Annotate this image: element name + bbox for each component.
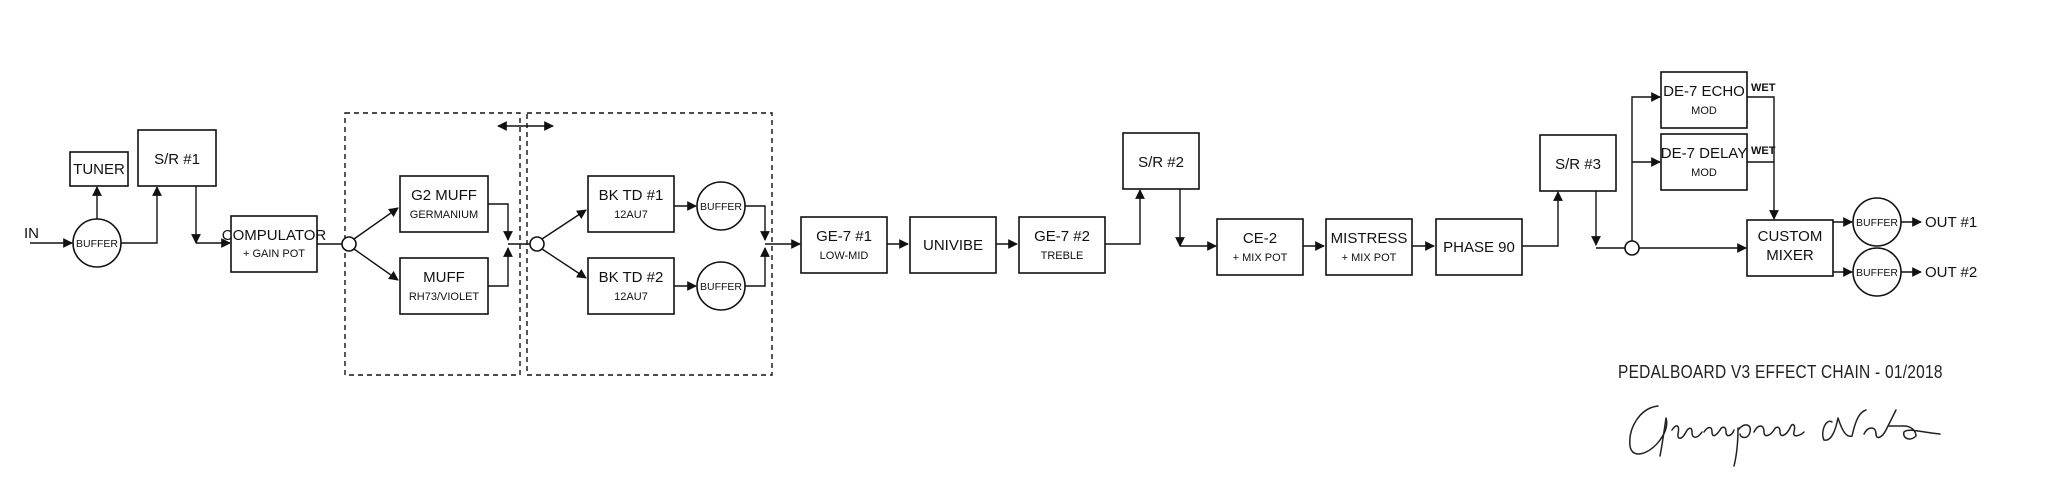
svg-text:BUFFER: BUFFER: [700, 201, 742, 213]
fuzz-group-outline: [344, 112, 521, 376]
svg-text:+ MIX POT: + MIX POT: [1342, 252, 1397, 264]
bk-td2-block: BK TD #2 12AU7: [587, 257, 675, 315]
svg-text:MISTRESS: MISTRESS: [1331, 230, 1408, 247]
split-node-1: [341, 236, 357, 252]
univibe-block: UNIVIBE: [909, 216, 997, 274]
svg-text:TREBLE: TREBLE: [1041, 250, 1084, 262]
svg-text:CUSTOM: CUSTOM: [1758, 228, 1823, 245]
svg-text:12AU7: 12AU7: [614, 209, 648, 221]
sr2-block: S/R #2: [1122, 132, 1200, 190]
wet-label-delay: WET: [1751, 145, 1776, 157]
svg-text:GE-7 #1: GE-7 #1: [816, 228, 872, 245]
in-label: IN: [24, 225, 39, 242]
sr1-block: S/R #1: [137, 129, 217, 187]
svg-text:MOD: MOD: [1691, 105, 1717, 117]
out1-label: OUT #1: [1925, 214, 1977, 231]
svg-text:BK TD #2: BK TD #2: [599, 269, 664, 286]
svg-text:MIXER: MIXER: [1766, 247, 1814, 264]
svg-text:+ MIX POT: + MIX POT: [1233, 252, 1288, 264]
svg-text:GE-7 #2: GE-7 #2: [1034, 228, 1090, 245]
svg-text:+ GAIN POT: + GAIN POT: [243, 248, 305, 260]
buffer-out1: BUFFER: [1852, 197, 1902, 247]
svg-text:BUFFER: BUFFER: [1856, 217, 1898, 229]
svg-text:DE-7 DELAY: DE-7 DELAY: [1661, 145, 1747, 162]
ge7-2-block: GE-7 #2 TREBLE: [1018, 216, 1106, 274]
svg-text:TUNER: TUNER: [73, 161, 125, 178]
svg-text:DE-7 ECHO: DE-7 ECHO: [1663, 83, 1745, 100]
buffer-in: BUFFER: [72, 218, 122, 268]
wet-label-echo: WET: [1751, 82, 1776, 94]
svg-text:BUFFER: BUFFER: [1856, 267, 1898, 279]
split-node-2: [529, 236, 545, 252]
svg-text:CE-2: CE-2: [1243, 230, 1277, 247]
svg-text:MUFF: MUFF: [423, 269, 465, 286]
svg-text:S/R #3: S/R #3: [1555, 156, 1601, 173]
phase90-block: PHASE 90: [1435, 218, 1523, 276]
compulator-block: COMPULATOR + GAIN POT: [222, 215, 327, 273]
svg-text:12AU7: 12AU7: [614, 291, 648, 303]
buffer-td2: BUFFER: [696, 261, 746, 311]
svg-text:BUFFER: BUFFER: [76, 238, 118, 250]
svg-text:S/R #2: S/R #2: [1138, 154, 1184, 171]
muff-block: MUFF RH73/VIOLET: [399, 257, 489, 315]
g2-muff-block: G2 MUFF GERMANIUM: [399, 175, 489, 233]
diagram-caption: PEDALBOARD V3 EFFECT CHAIN - 01/2018: [1618, 362, 1943, 382]
buffer-out2: BUFFER: [1852, 247, 1902, 297]
split-node-3: [1624, 240, 1640, 256]
svg-text:COMPULATOR: COMPULATOR: [222, 227, 327, 244]
buffer-td1: BUFFER: [696, 181, 746, 231]
mistress-block: MISTRESS + MIX POT: [1325, 218, 1413, 276]
ge7-1-block: GE-7 #1 LOW-MID: [800, 216, 888, 274]
signature: [1629, 405, 1941, 467]
svg-text:UNIVIBE: UNIVIBE: [923, 237, 983, 254]
out2-label: OUT #2: [1925, 264, 1977, 281]
svg-text:RH73/VIOLET: RH73/VIOLET: [409, 291, 480, 303]
de7-delay-block: DE-7 DELAY MOD: [1660, 133, 1748, 191]
svg-text:GERMANIUM: GERMANIUM: [410, 209, 478, 221]
svg-text:S/R #1: S/R #1: [154, 151, 200, 168]
svg-text:PHASE 90: PHASE 90: [1443, 239, 1515, 256]
sr3-block: S/R #3: [1539, 134, 1617, 192]
svg-text:BUFFER: BUFFER: [700, 281, 742, 293]
bk-td1-block: BK TD #1 12AU7: [587, 175, 675, 233]
ce2-block: CE-2 + MIX POT: [1216, 218, 1304, 276]
svg-text:LOW-MID: LOW-MID: [820, 250, 869, 262]
svg-text:G2 MUFF: G2 MUFF: [411, 187, 477, 204]
custom-mixer-block: CUSTOM MIXER: [1746, 219, 1834, 277]
tuner-block: TUNER: [69, 151, 129, 187]
de7-echo-block: DE-7 ECHO MOD: [1660, 71, 1748, 129]
drive-group-outline: [526, 112, 773, 376]
svg-text:BK TD #1: BK TD #1: [599, 187, 664, 204]
svg-text:MOD: MOD: [1691, 167, 1717, 179]
